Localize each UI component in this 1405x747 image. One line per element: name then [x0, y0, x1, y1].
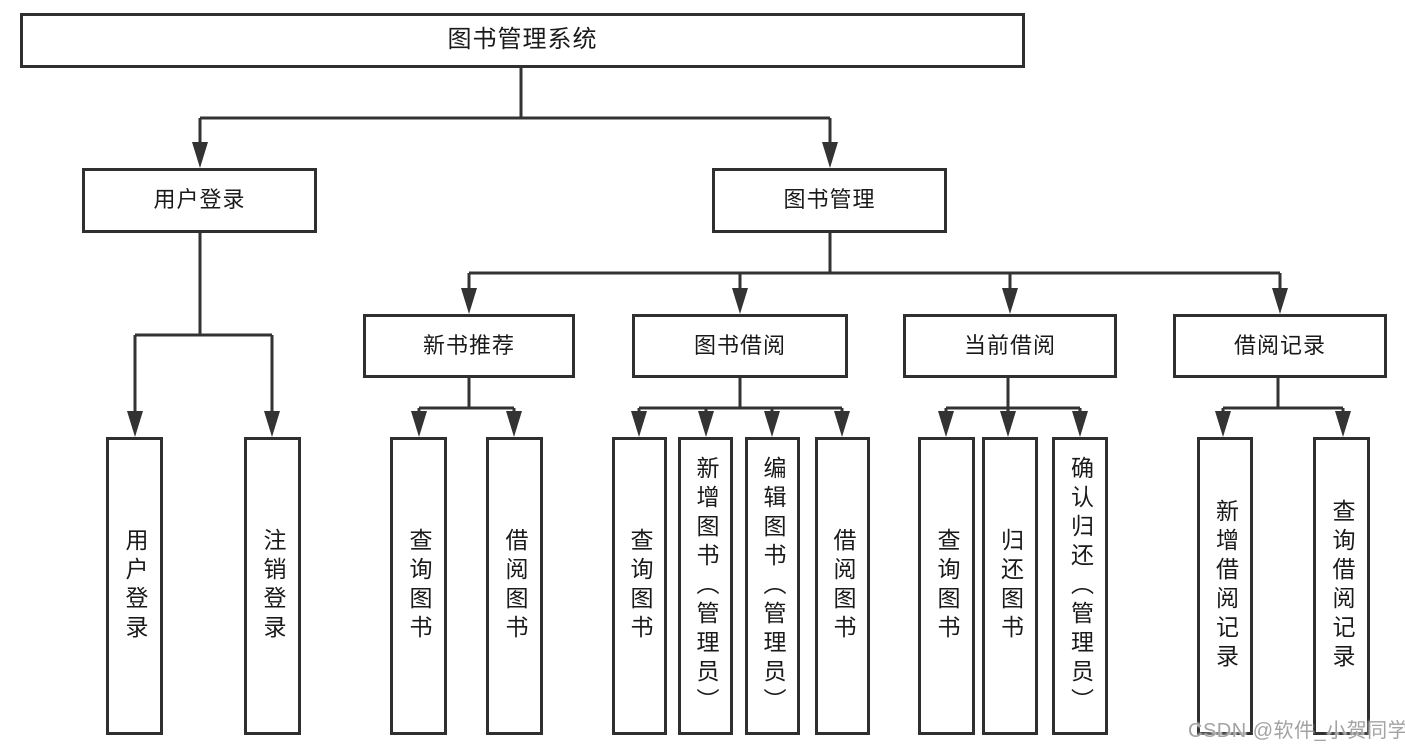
node-label: 图书管理系统 — [447, 26, 598, 54]
node-book-management: 图书管理 — [712, 168, 947, 233]
leaf-edit-books-admin: 编辑图书（管理员） — [745, 437, 800, 735]
leaf-return-books: 归还图书 — [982, 437, 1038, 735]
leaf-logout: 注销登录 — [244, 437, 301, 735]
leaf-add-books-admin: 新增图书（管理员） — [678, 437, 733, 735]
node-label: 查询图书 — [406, 528, 432, 644]
node-label: 新增图书（管理员） — [693, 455, 719, 717]
node-user-login: 用户登录 — [82, 168, 317, 233]
node-library-management-system: 图书管理系统 — [20, 13, 1025, 68]
leaf-add-borrow-record: 新增借阅记录 — [1197, 437, 1253, 735]
leaf-query-books-recommend: 查询图书 — [390, 437, 447, 735]
node-new-book-recommendation: 新书推荐 — [363, 314, 575, 378]
leaf-borrow-books-borrowing: 借阅图书 — [815, 437, 870, 735]
node-label: 新增借阅记录 — [1212, 499, 1239, 673]
node-book-borrowing: 图书借阅 — [632, 314, 848, 378]
node-current-borrowing: 当前借阅 — [903, 314, 1117, 378]
node-label: 查询借阅记录 — [1329, 499, 1355, 673]
node-label: 查询图书 — [934, 528, 960, 644]
node-label: 借阅图书 — [830, 528, 856, 644]
leaf-query-books-current: 查询图书 — [918, 437, 975, 735]
node-label: 查询图书 — [627, 528, 653, 644]
node-label: 图书管理 — [783, 187, 876, 213]
node-label: 确认归还（管理员） — [1067, 455, 1094, 717]
node-label: 当前借阅 — [963, 332, 1056, 358]
watermark-text: CSDN @软件_小贺同学 — [1188, 720, 1405, 742]
node-label: 图书借阅 — [693, 332, 786, 358]
node-label: 借阅记录 — [1233, 332, 1326, 358]
node-label: 编辑图书（管理员） — [760, 455, 786, 717]
node-label: 借阅图书 — [502, 528, 528, 644]
leaf-confirm-return-admin: 确认归还（管理员） — [1052, 437, 1108, 735]
leaf-query-books-borrowing: 查询图书 — [612, 437, 667, 735]
node-label: 新书推荐 — [422, 332, 515, 358]
node-label: 归还图书 — [997, 528, 1024, 644]
connector-lines — [133, 68, 1345, 418]
leaf-user-login: 用户登录 — [106, 437, 163, 735]
node-borrowing-records: 借阅记录 — [1173, 314, 1387, 378]
leaf-query-borrow-record: 查询借阅记录 — [1313, 437, 1370, 735]
node-label: 注销登录 — [260, 528, 286, 644]
node-label: 用户登录 — [153, 187, 246, 213]
node-label: 用户登录 — [122, 528, 148, 644]
leaf-borrow-books-recommend: 借阅图书 — [486, 437, 543, 735]
